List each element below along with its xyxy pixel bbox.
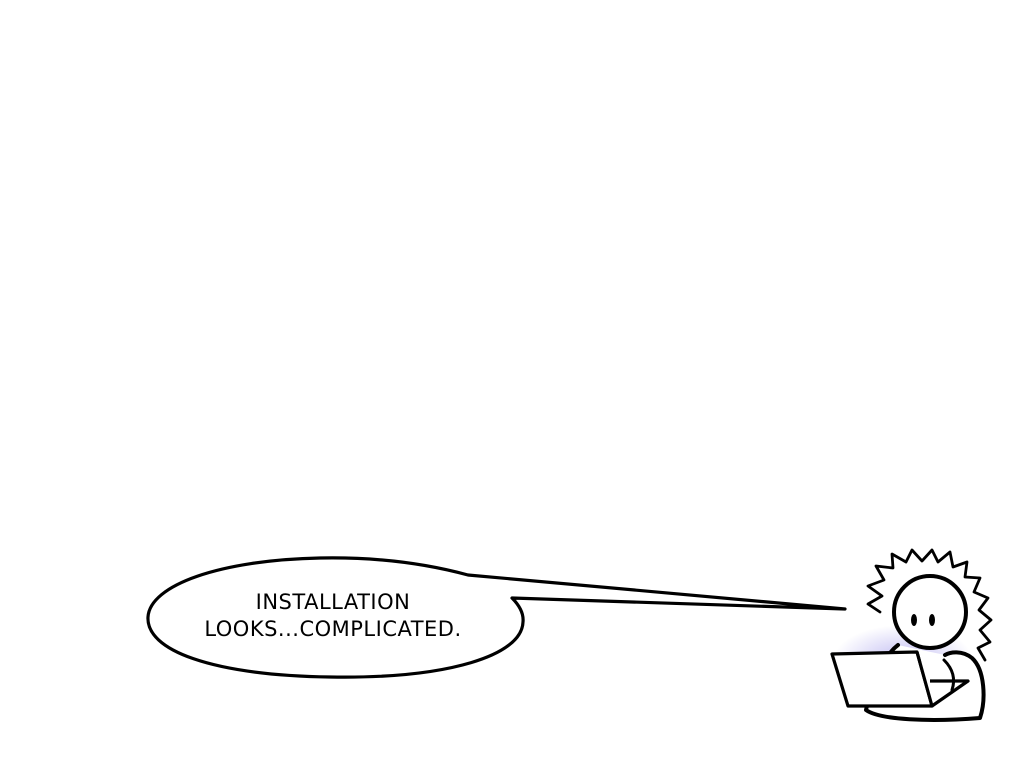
left-eye: [911, 614, 917, 626]
speech-line-1: INSTALLATION: [256, 590, 411, 614]
head: [892, 574, 968, 650]
laptop-base: [915, 651, 970, 708]
laptop-screen: [830, 650, 934, 708]
speech-bubble-outline: [146, 556, 847, 679]
right-eye: [929, 614, 935, 626]
speech-line-2: LOOKS...COMPLICATED.: [204, 617, 461, 641]
hand: [942, 658, 956, 692]
speech-bubble: INSTALLATION LOOKS...COMPLICATED.: [146, 556, 847, 679]
stick-figure-character: [830, 548, 993, 722]
spiky-hair: [866, 548, 993, 662]
